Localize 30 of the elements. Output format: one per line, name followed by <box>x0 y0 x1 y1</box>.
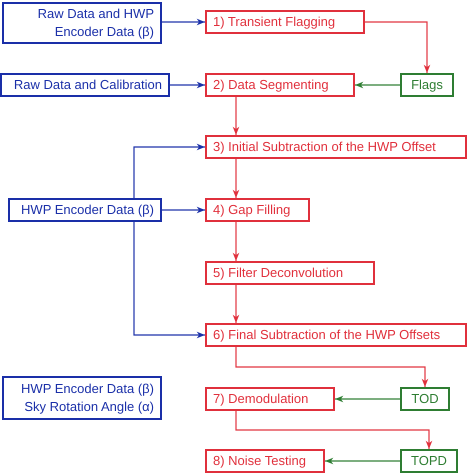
arrow <box>133 222 205 338</box>
input-box: Raw Data and HWP Encoder Data (β) <box>2 2 162 44</box>
data-box: TOD <box>400 387 450 411</box>
process-box: 5) Filter Deconvolution <box>205 261 375 285</box>
arrow <box>235 347 428 387</box>
input-box: HWP Encoder Data (β) <box>8 198 162 222</box>
process-box: 2) Data Segmenting <box>205 73 355 97</box>
input-box: HWP Encoder Data (β) Sky Rotation Angle (α) <box>2 376 162 420</box>
arrow <box>162 206 205 214</box>
arrow <box>170 82 205 88</box>
data-box: Flags <box>400 73 454 97</box>
arrow <box>365 21 430 73</box>
arrow <box>133 144 205 198</box>
arrow <box>335 396 400 402</box>
process-box: 3) Initial Subtraction of the HWP Offset <box>205 135 467 159</box>
process-box: 7) Demodulation <box>205 387 335 411</box>
arrow <box>325 458 400 464</box>
data-box: TOPD <box>400 449 458 473</box>
process-box: 6) Final Subtraction of the HWP Offsets <box>205 323 467 347</box>
process-box: 1) Transient Flagging <box>205 10 365 34</box>
arrow <box>235 411 432 449</box>
arrow <box>162 18 205 26</box>
arrow <box>232 222 240 261</box>
input-box: Raw Data and Calibration <box>0 73 170 97</box>
process-box: 4) Gap Filling <box>205 198 310 222</box>
arrow <box>232 285 240 323</box>
arrow <box>355 82 400 88</box>
arrow <box>232 159 240 198</box>
process-box: 8) Noise Testing <box>205 449 325 473</box>
arrow <box>232 97 240 135</box>
